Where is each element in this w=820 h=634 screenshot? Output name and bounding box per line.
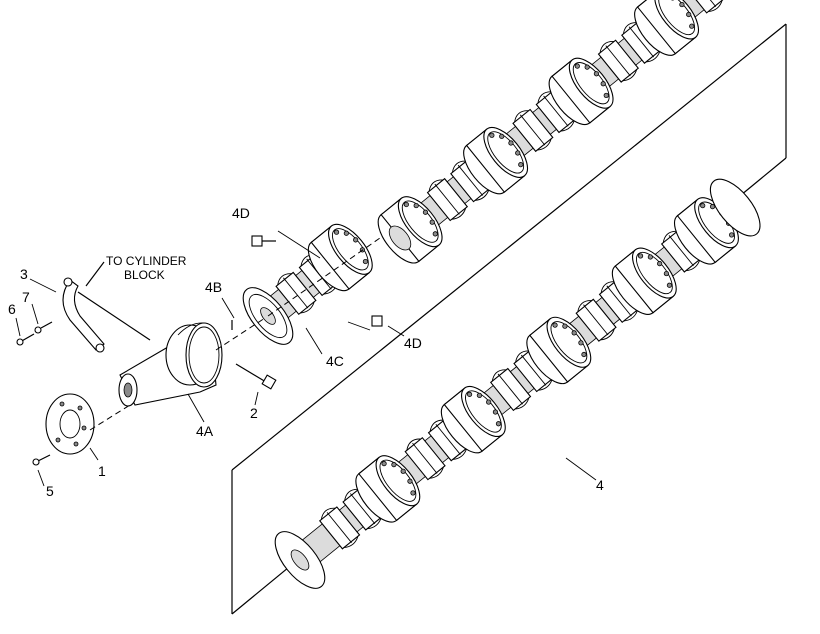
callout-7: 7 [22, 289, 30, 305]
bolt-4d-top [251, 235, 276, 247]
bolt-5 [32, 454, 51, 466]
bolt-2 [235, 363, 277, 390]
washer-7 [34, 321, 53, 334]
alignment-lines [77, 237, 381, 431]
callout-4d-right: 4D [404, 335, 422, 351]
to-cylinder-block-label-line2: BLOCK [124, 268, 165, 282]
assembly-frame [231, 23, 787, 615]
callout-5: 5 [46, 483, 54, 499]
gear-hub-4a [118, 322, 223, 407]
callout-4a: 4A [196, 423, 214, 439]
bolt-4d-right [371, 315, 383, 327]
callout-4c: 4C [326, 353, 344, 369]
bolt-6 [16, 333, 35, 346]
leader-lines [15, 230, 597, 487]
thrust-plate-1 [45, 393, 95, 455]
camshaft-rear-section [369, 0, 744, 271]
callout-4d-top: 4D [232, 205, 250, 221]
callout-6: 6 [8, 301, 16, 317]
callout-2: 2 [250, 405, 258, 421]
callout-4: 4 [596, 477, 604, 493]
to-cylinder-block-label-line1: TO CYLINDER [106, 254, 187, 268]
camshaft-assembled [274, 178, 761, 589]
retainer-bracket-3 [62, 277, 105, 353]
callout-1: 1 [98, 463, 106, 479]
callout-3: 3 [20, 266, 28, 282]
callout-4b: 4B [205, 279, 222, 295]
